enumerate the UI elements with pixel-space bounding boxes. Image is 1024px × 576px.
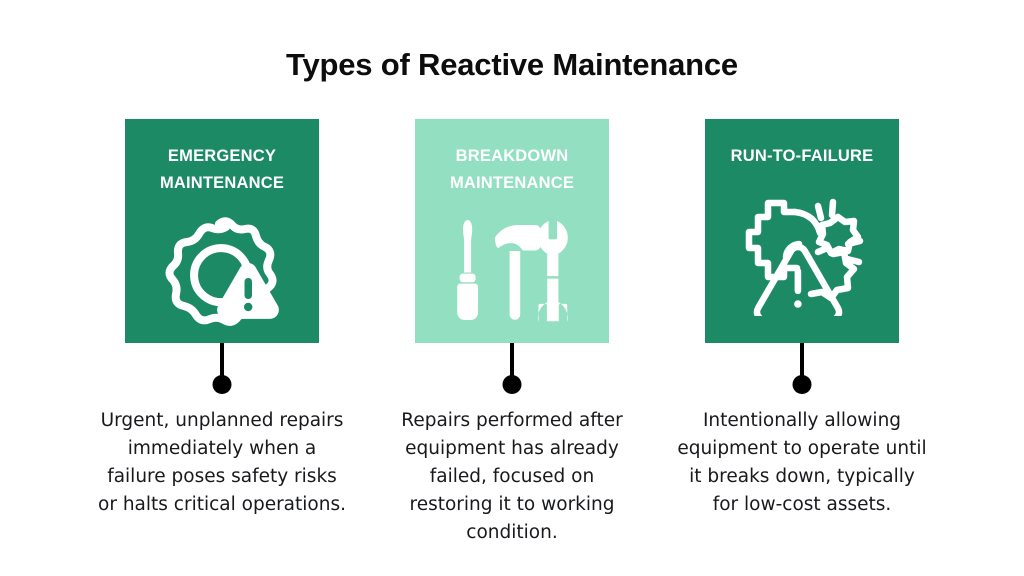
connector-dot bbox=[502, 375, 522, 394]
connector-stem bbox=[220, 343, 224, 383]
column-breakdown-maintenance: BREAKDOWN MAINTENANCE bbox=[367, 119, 657, 548]
connector-dot bbox=[792, 375, 812, 394]
card-title-emergency-maintenance: EMERGENCY MAINTENANCE bbox=[160, 143, 284, 196]
page-title: Types of Reactive Maintenance bbox=[286, 47, 738, 82]
connector-emergency bbox=[202, 343, 242, 395]
hammer-icon bbox=[494, 224, 541, 320]
gear-warning-icon bbox=[165, 216, 279, 326]
card-title-run-to-failure: RUN-TO-FAILURE bbox=[731, 143, 874, 170]
connector-run-to-failure bbox=[782, 343, 822, 395]
description-emergency-maintenance: Urgent, unplanned repairs immediately wh… bbox=[98, 410, 346, 516]
tools-icon bbox=[457, 219, 568, 322]
description-breakdown-maintenance: Repairs performed after equipment has al… bbox=[401, 410, 623, 544]
connector-breakdown bbox=[492, 343, 532, 395]
broken-gear-warning-icon bbox=[745, 199, 864, 317]
card-run-to-failure[interactable]: RUN-TO-FAILURE bbox=[705, 119, 899, 343]
card-title-line-2: MAINTENANCE bbox=[159, 173, 285, 192]
description-run-to-failure: Intentionally allowing equipment to oper… bbox=[677, 410, 927, 516]
card-title-line-2: MAINTENANCE bbox=[449, 173, 575, 192]
warning-triangle bbox=[753, 244, 843, 317]
icon-wrap-breakdown bbox=[415, 196, 609, 343]
column-run-to-failure: RUN-TO-FAILURE bbox=[657, 119, 947, 519]
icon-wrap-run-to-failure bbox=[705, 164, 899, 343]
wrench-icon bbox=[537, 220, 568, 322]
column-emergency-maintenance: EMERGENCY MAINTENANCE bbox=[77, 119, 367, 519]
screwdriver-icon bbox=[457, 219, 478, 320]
icon-wrap-emergency bbox=[125, 196, 319, 343]
card-emergency-maintenance[interactable]: EMERGENCY MAINTENANCE bbox=[125, 119, 319, 343]
connector-stem bbox=[510, 343, 514, 383]
connector-dot bbox=[212, 375, 232, 394]
card-title-breakdown-maintenance: BREAKDOWN MAINTENANCE bbox=[450, 143, 574, 196]
card-breakdown-maintenance[interactable]: BREAKDOWN MAINTENANCE bbox=[415, 119, 609, 343]
card-title-line-1: BREAKDOWN bbox=[455, 147, 569, 165]
card-title-line-1: EMERGENCY bbox=[167, 147, 277, 165]
card-title-line-1: RUN-TO-FAILURE bbox=[730, 147, 874, 165]
connector-stem bbox=[800, 343, 804, 383]
cards-container: EMERGENCY MAINTENANCE bbox=[0, 119, 1024, 559]
